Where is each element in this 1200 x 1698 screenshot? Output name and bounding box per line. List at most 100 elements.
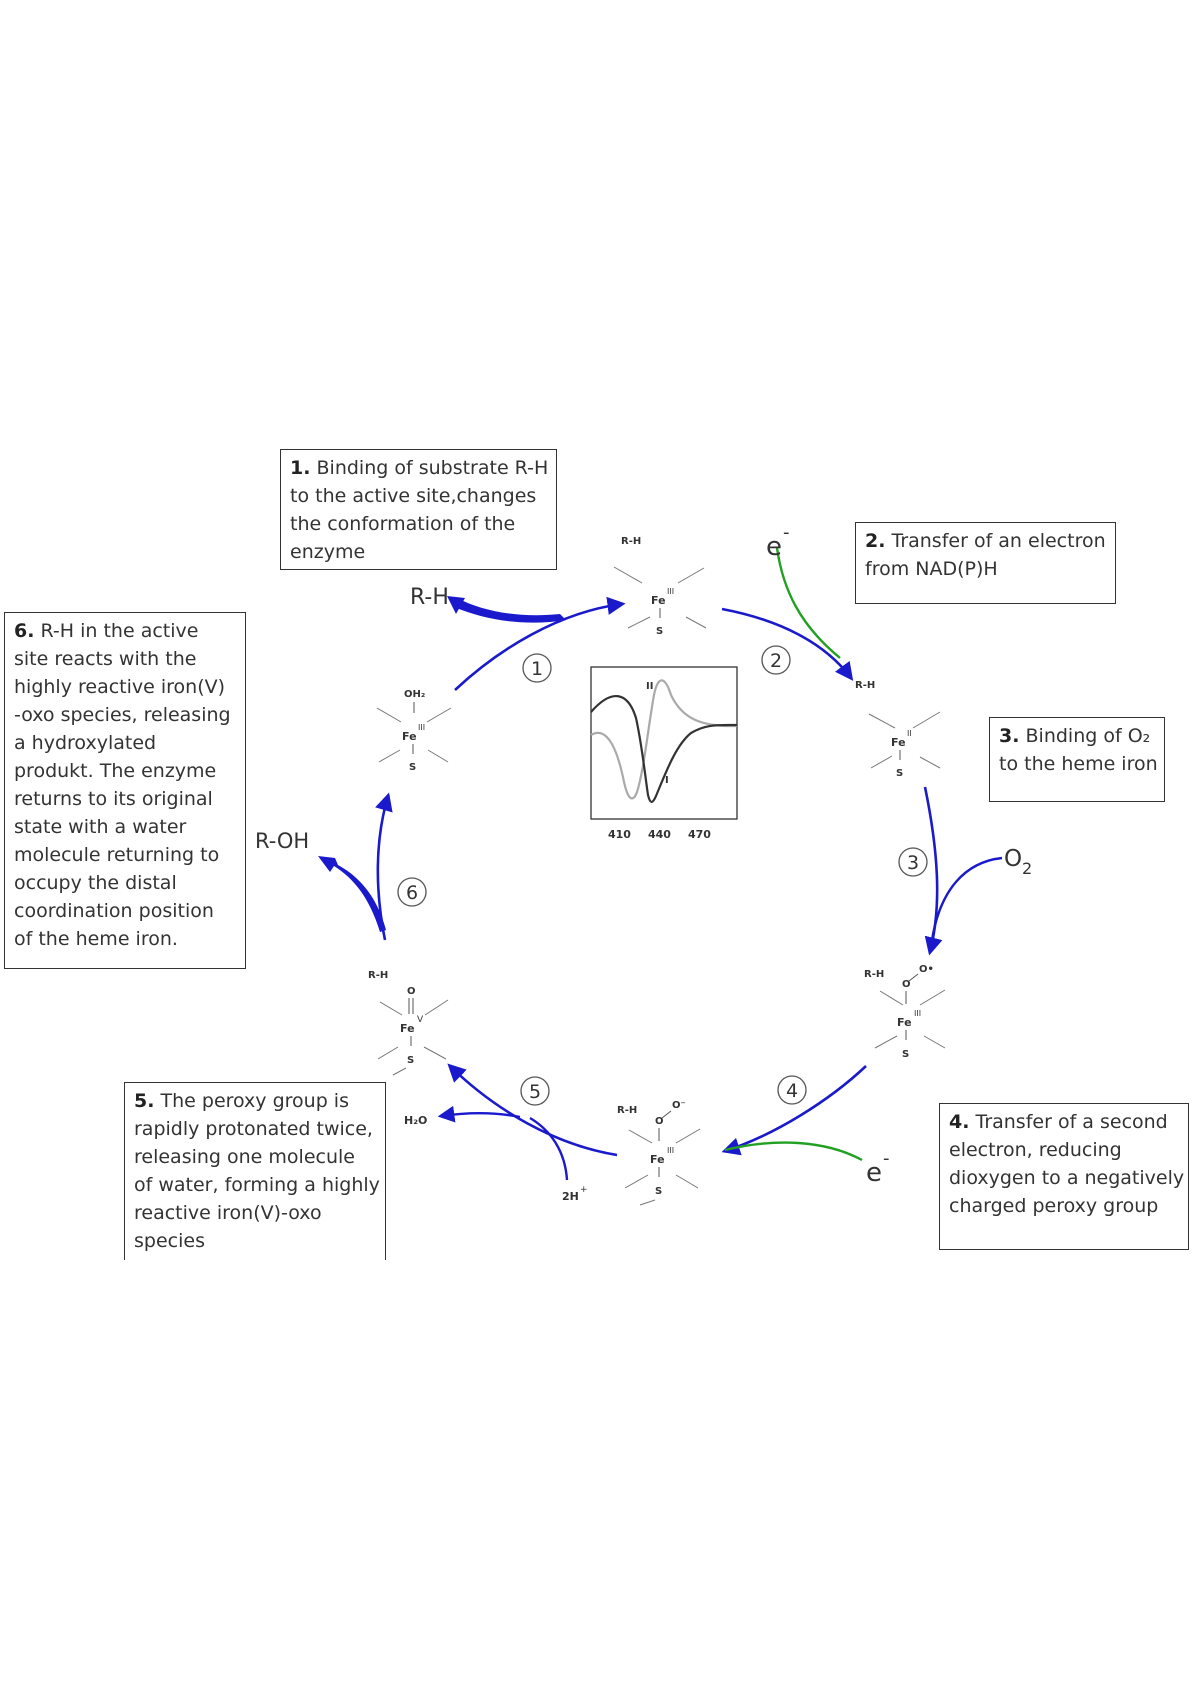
svg-text:III: III bbox=[667, 1146, 674, 1155]
svg-text:1: 1 bbox=[531, 658, 543, 680]
step-6-line-6: produkt. The enzyme bbox=[14, 760, 217, 782]
step-4-line-1: 4. Transfer of a second bbox=[949, 1111, 1168, 1133]
svg-text:Fe: Fe bbox=[651, 594, 666, 607]
complex-right-lower: R-H O O• Fe III S bbox=[864, 964, 946, 1060]
svg-text:R-H: R-H bbox=[621, 536, 641, 547]
step-4-line-2: electron, reducing bbox=[949, 1139, 1122, 1161]
svg-text:O: O bbox=[407, 986, 416, 997]
step-6-line-9: molecule returning to bbox=[14, 844, 220, 866]
svg-text:III: III bbox=[418, 723, 425, 732]
step-6-line-10: occupy the distal bbox=[14, 872, 177, 894]
step-1-line-2: to the active site,changes bbox=[290, 485, 537, 507]
electron-arrow-2 bbox=[724, 1141, 863, 1162]
svg-text:II: II bbox=[907, 729, 912, 738]
step-number-3: 3 bbox=[898, 847, 928, 877]
step-4-line-4: charged peroxy group bbox=[949, 1195, 1159, 1217]
svg-text:5: 5 bbox=[529, 1081, 541, 1103]
step-1-line-3: the conformation of the bbox=[290, 513, 516, 535]
svg-text:+: + bbox=[580, 1185, 588, 1195]
curve-label-i: I bbox=[665, 775, 669, 786]
step-1-line-4: enzyme bbox=[290, 541, 366, 563]
svg-text:O: O bbox=[902, 979, 911, 990]
svg-text:S: S bbox=[407, 1055, 414, 1066]
step-number-2: 2 bbox=[761, 645, 791, 675]
step-1-box: 1. Binding of substrate R-H to the activ… bbox=[280, 449, 557, 570]
svg-text:R-H: R-H bbox=[855, 680, 875, 691]
step-number-5: 5 bbox=[520, 1076, 550, 1106]
complex-top: R-H Fe III S bbox=[613, 536, 707, 637]
cycle-arrow-2 bbox=[721, 607, 854, 681]
step-number-4: 4 bbox=[777, 1075, 807, 1105]
svg-text:O: O bbox=[655, 1116, 664, 1127]
spectrum-curve-i bbox=[590, 694, 738, 803]
svg-text:2H: 2H bbox=[562, 1190, 579, 1203]
svg-text:V: V bbox=[417, 1015, 424, 1025]
tick-410: 410 bbox=[608, 828, 631, 841]
svg-text:Fe: Fe bbox=[650, 1153, 665, 1166]
svg-text:3: 3 bbox=[907, 852, 919, 874]
tick-440: 440 bbox=[648, 828, 671, 841]
spectrum-inset: II I 410 440 470 bbox=[590, 666, 738, 841]
svg-text:III: III bbox=[914, 1009, 921, 1018]
water-label: H₂O bbox=[404, 1114, 427, 1127]
oxygen-label: O 2 bbox=[1004, 846, 1032, 878]
step-6-line-5: a hydroxylated bbox=[14, 732, 157, 754]
step-5-line-1: 5. The peroxy group is bbox=[134, 1090, 349, 1112]
step-number-1: 1 bbox=[522, 653, 552, 683]
complex-left-lower: R-H O Fe V S bbox=[368, 970, 449, 1076]
svg-text:O: O bbox=[1004, 846, 1022, 872]
step-2-line-2: from NAD(P)H bbox=[865, 558, 998, 580]
protons-label: 2H + bbox=[562, 1185, 588, 1203]
step-6-line-12: of the heme iron. bbox=[14, 928, 178, 950]
step-6-line-3: highly reactive iron(V) bbox=[14, 676, 226, 698]
water-out-arrow bbox=[437, 1105, 521, 1123]
substrate-label: R-H bbox=[410, 585, 449, 610]
electron-label-2: e - bbox=[866, 1148, 890, 1188]
complex-right-upper: R-H Fe II S bbox=[855, 680, 941, 779]
svg-text:OH₂: OH₂ bbox=[404, 689, 425, 700]
product-out-arrow bbox=[318, 856, 386, 932]
step-1-line-1: 1. Binding of substrate R-H bbox=[290, 457, 549, 479]
svg-text:S: S bbox=[902, 1049, 909, 1060]
svg-text:-: - bbox=[883, 1148, 890, 1169]
step-4-line-3: dioxygen to a negatively bbox=[949, 1167, 1185, 1189]
svg-text:e: e bbox=[866, 1158, 882, 1188]
svg-text:4: 4 bbox=[786, 1080, 798, 1102]
step-5-line-6: species bbox=[134, 1230, 205, 1252]
svg-text:Fe: Fe bbox=[402, 730, 417, 743]
step-2-line-1: 2. Transfer of an electron bbox=[865, 530, 1106, 552]
spectrum-curve-ii bbox=[590, 679, 738, 800]
svg-text:2: 2 bbox=[1022, 859, 1032, 878]
svg-text:S: S bbox=[655, 1186, 662, 1197]
svg-text:S: S bbox=[409, 762, 416, 773]
svg-text:R-H: R-H bbox=[864, 969, 884, 980]
svg-text:Fe: Fe bbox=[891, 736, 906, 749]
step-number-6: 6 bbox=[397, 877, 427, 907]
step-3-line-1: 3. Binding of O₂ bbox=[999, 725, 1151, 747]
substrate-in-arrow bbox=[454, 598, 566, 623]
svg-text:III: III bbox=[667, 587, 674, 596]
svg-text:Fe: Fe bbox=[400, 1022, 415, 1035]
o2-join-arrow bbox=[930, 856, 1003, 941]
electron-label-1: e - bbox=[766, 522, 790, 562]
step-3-box: 3. Binding of O₂ to the heme iron bbox=[989, 717, 1165, 802]
svg-text:S: S bbox=[656, 626, 663, 637]
svg-text:O•: O• bbox=[919, 964, 934, 975]
step-6-line-2: site reacts with the bbox=[14, 648, 197, 670]
step-3-line-2: to the heme iron bbox=[999, 753, 1158, 775]
complex-left-upper: OH₂ Fe III S bbox=[376, 689, 452, 773]
step-6-line-1: 6. R-H in the active bbox=[14, 620, 199, 642]
cycle-arrow-4 bbox=[721, 1065, 867, 1156]
step-5-line-5: reactive iron(V)-oxo bbox=[134, 1202, 322, 1224]
svg-text:Fe: Fe bbox=[897, 1016, 912, 1029]
step-6-line-8: state with a water bbox=[14, 816, 187, 838]
step-2-box: 2. Transfer of an electron from NAD(P)H bbox=[855, 522, 1116, 604]
step-5-line-2: rapidly protonated twice, bbox=[134, 1118, 373, 1140]
electron-arrow-1 bbox=[775, 547, 841, 659]
cycle-arrow-5 bbox=[447, 1063, 618, 1157]
step-5-line-3: releasing one molecule bbox=[134, 1146, 355, 1168]
svg-text:e: e bbox=[766, 532, 782, 562]
cycle-arrow-1 bbox=[454, 596, 626, 691]
svg-text:R-H: R-H bbox=[368, 970, 388, 981]
